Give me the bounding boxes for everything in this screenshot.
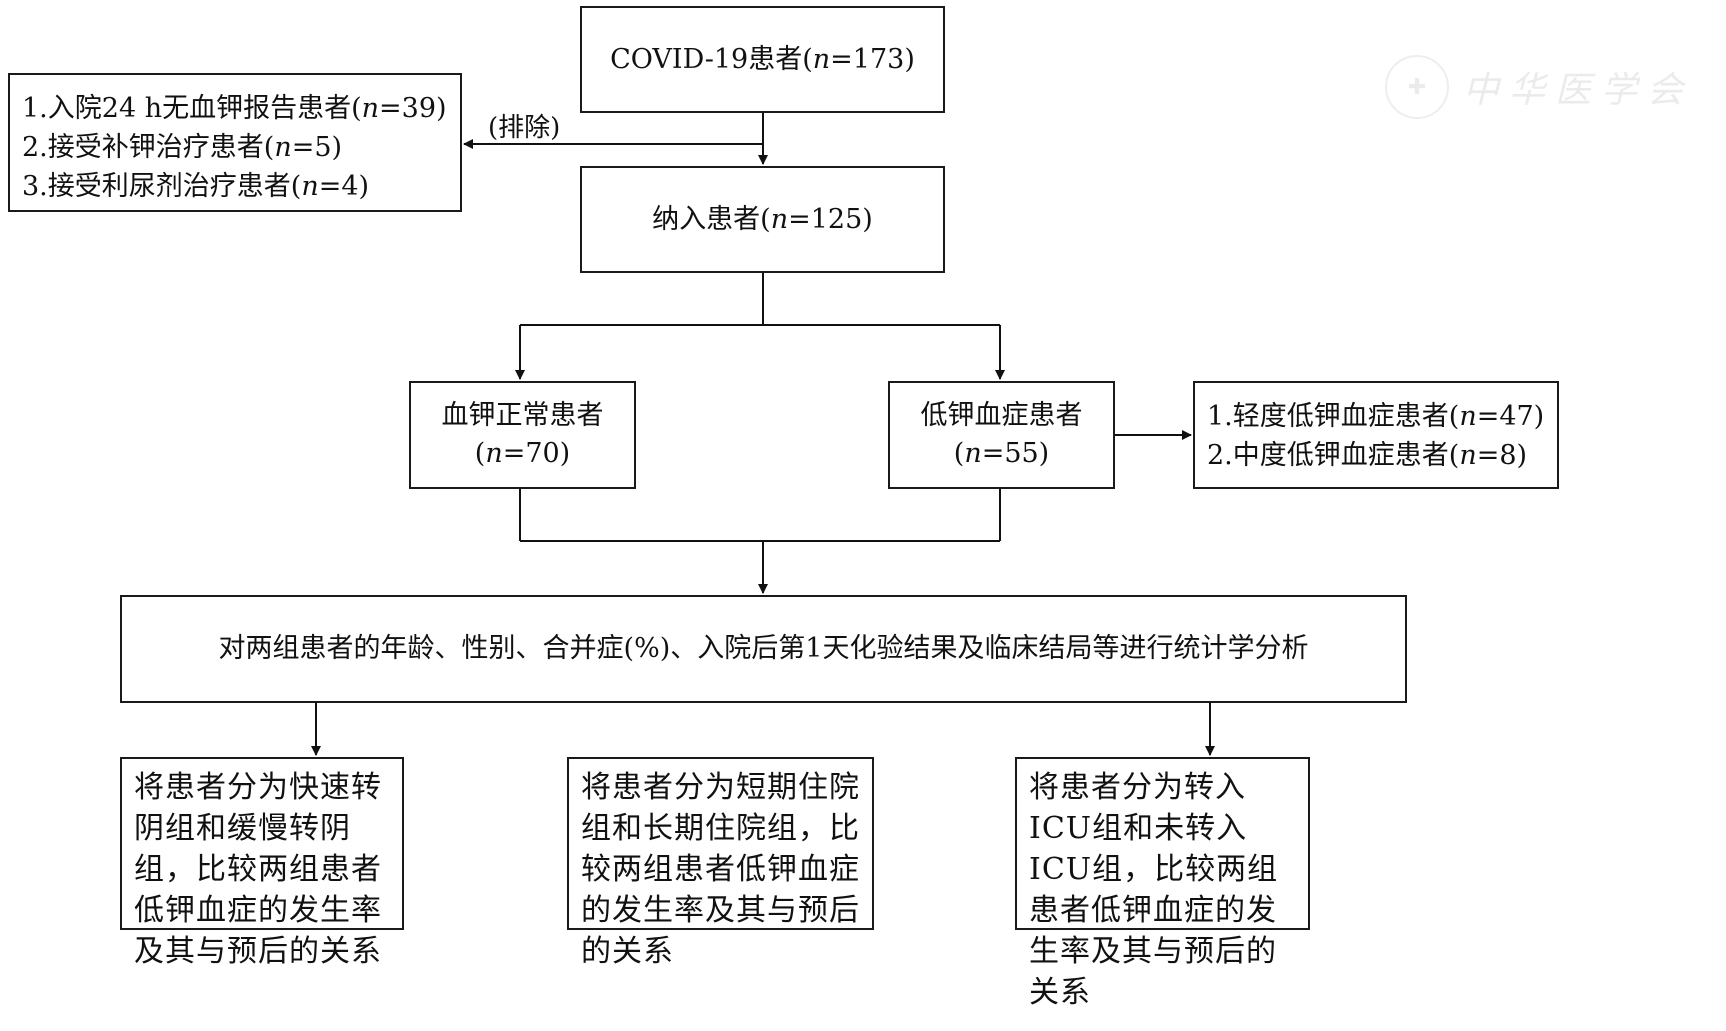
watermark-text: 中华医学会 [1463, 70, 1694, 111]
outcome-box-conversion: 将患者分为快速转阴组和缓慢转阴组，比较两组患者低钾血症的发生率及其与预后的关系 [120, 757, 404, 969]
analysis-box: 对两组患者的年龄、性别、合并症(%)、入院后第1天化验结果及临床结局等进行统计学… [120, 595, 1407, 703]
analysis-box-text: 对两组患者的年龄、性别、合并症(%)、入院后第1天化验结果及临床结局等进行统计学… [218, 633, 1309, 664]
severity-box: 1.轻度低钾血症患者(n=47) 2.中度低钾血症患者(n=8) [1193, 381, 1559, 489]
society-seal-icon: ✚ [1385, 55, 1449, 119]
severity-item: 1.轻度低钾血症患者(n=47) [1207, 401, 1545, 432]
exclusion-item: 1.入院24 h无血钾报告患者(n=39) [22, 93, 447, 124]
start-box-text: COVID-19患者(n=173) [610, 43, 915, 75]
normal-group-title: 血钾正常患者 [441, 400, 604, 431]
watermark: ✚ 中华医学会 [1385, 55, 1693, 119]
outcome-box-hospital-stay: 将患者分为短期住院组和长期住院组，比较两组患者低钾血症的发生率及其与预后的关系 [567, 757, 874, 969]
exclusion-label: (排除) [488, 113, 561, 143]
exclusion-box: 1.入院24 h无血钾报告患者(n=39) 2.接受补钾治疗患者(n=5) 3.… [8, 73, 462, 212]
severity-item: 2.中度低钾血症患者(n=8) [1207, 440, 1528, 471]
hypokalemia-group-title: 低钾血症患者 [920, 400, 1083, 431]
included-box: 纳入患者(n=125) [580, 166, 945, 273]
exclusion-item: 2.接受补钾治疗患者(n=5) [22, 132, 343, 163]
normal-group-count: (n=70) [474, 438, 571, 469]
hypokalemia-group-count: (n=55) [953, 438, 1050, 469]
outcome-text: 将患者分为转入ICU组和未转入ICU组，比较两组患者低钾血症的发生率及其与预后的… [1029, 770, 1279, 1010]
start-box: COVID-19患者(n=173) [580, 6, 945, 113]
exclusion-item: 3.接受利尿剂治疗患者(n=4) [22, 171, 370, 202]
included-box-text: 纳入患者(n=125) [652, 203, 873, 235]
outcome-text: 将患者分为短期住院组和长期住院组，比较两组患者低钾血症的发生率及其与预后的关系 [581, 770, 860, 969]
outcome-text: 将患者分为快速转阴组和缓慢转阴组，比较两组患者低钾血症的发生率及其与预后的关系 [134, 770, 382, 969]
outcome-box-icu: 将患者分为转入ICU组和未转入ICU组，比较两组患者低钾血症的发生率及其与预后的… [1015, 757, 1310, 1010]
normal-potassium-box: 血钾正常患者 (n=70) [409, 381, 636, 489]
hypokalemia-box: 低钾血症患者 (n=55) [888, 381, 1115, 489]
